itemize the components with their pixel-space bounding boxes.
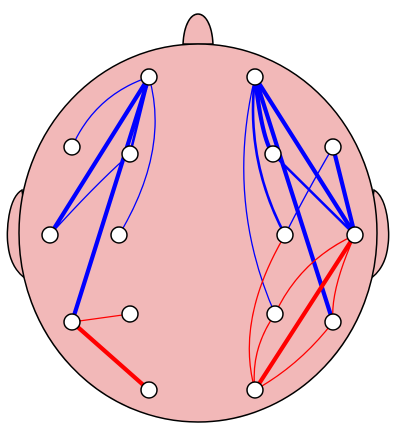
connection-r1-r4 <box>251 75 287 237</box>
connection-r5-r8 <box>252 232 358 393</box>
electrodes-layer <box>41 68 364 399</box>
electrode-r6 <box>266 305 284 323</box>
connection-r2-r4 <box>284 146 334 236</box>
electrode-l5 <box>110 226 128 244</box>
electrode-r3 <box>264 145 282 163</box>
connection-r1-r6 <box>243 76 276 315</box>
electrode-l2 <box>63 138 81 156</box>
electrode-r7 <box>324 313 342 331</box>
electrode-l6 <box>63 313 81 331</box>
connection-r4-r8 <box>248 234 286 391</box>
connection-l1-l6 <box>69 74 152 325</box>
electrode-r2 <box>324 138 342 156</box>
connection-r5-r6 <box>274 234 356 315</box>
connection-r2-r5 <box>330 144 358 238</box>
electrode-l7 <box>121 305 139 323</box>
electrode-r5 <box>346 226 364 244</box>
connection-l1-l4 <box>47 74 152 238</box>
connection-l3-l4 <box>49 153 131 236</box>
electrode-l4 <box>41 226 59 244</box>
head-outline <box>18 43 378 423</box>
electrode-l8 <box>140 381 158 399</box>
connection-l1-l2 <box>71 76 150 148</box>
electrode-r8 <box>246 381 264 399</box>
electrode-r4 <box>276 226 294 244</box>
electrode-r1 <box>246 68 264 86</box>
connection-r1-r7 <box>252 74 336 325</box>
electrode-l1 <box>140 68 158 86</box>
connection-r1-r5 <box>252 74 358 238</box>
connection-r7-r8 <box>254 321 334 391</box>
connection-l6-l8 <box>69 319 152 393</box>
electrode-l3 <box>121 145 139 163</box>
connection-r3-r5 <box>271 152 357 237</box>
nose <box>182 13 214 45</box>
connection-l1-l5 <box>118 76 156 236</box>
connection-l6-l7 <box>71 313 131 323</box>
